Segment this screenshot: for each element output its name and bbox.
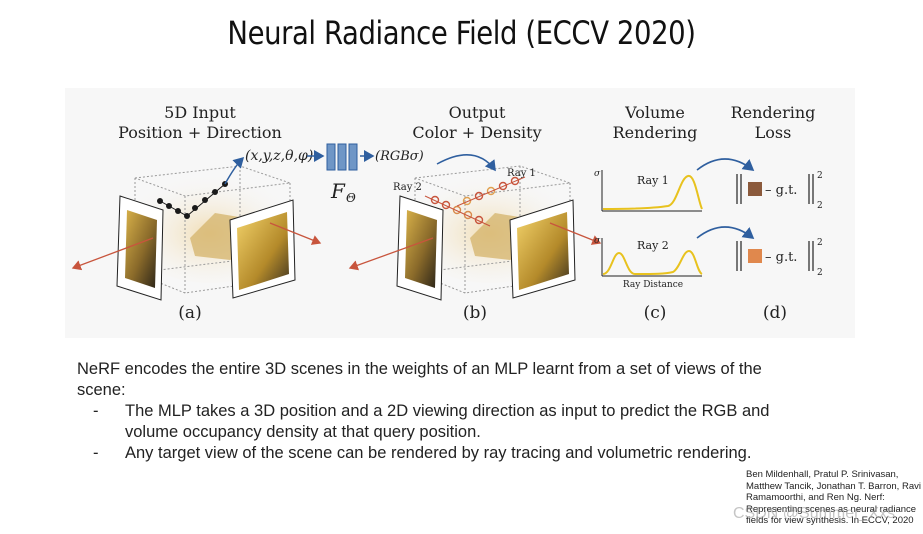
panel-b-caption: (b) bbox=[463, 303, 487, 323]
bullet-marker: - bbox=[93, 402, 99, 420]
figure-canvas: 5D Input Position + Direction bbox=[71, 103, 823, 323]
panel-b-ray1-label: Ray 1 bbox=[507, 168, 536, 179]
panel-a-image-left bbox=[116, 195, 164, 301]
citation: Ben Mildenhall, Pratul P. Srinivasan, Ma… bbox=[746, 469, 921, 526]
loss-term-ray2: – g.t. 2 2 bbox=[736, 238, 823, 278]
loss2-superscript: 2 bbox=[817, 238, 823, 248]
panel-a-heading-2: Position + Direction bbox=[118, 123, 282, 142]
bullet-item: - Any target view of the scene can be re… bbox=[77, 443, 777, 464]
network-label: F bbox=[330, 179, 346, 203]
panel-d-caption: (d) bbox=[763, 303, 787, 323]
panel-b-ray2-label: Ray 2 bbox=[393, 182, 422, 193]
gt-label-2: – g.t. bbox=[765, 250, 797, 265]
panel-c-caption: (c) bbox=[644, 303, 667, 323]
ray1-plot-label: Ray 1 bbox=[637, 174, 669, 187]
panel-d-heading-1: Rendering bbox=[731, 103, 816, 122]
panel-b-heading-2: Color + Density bbox=[412, 123, 541, 142]
bullet-text: The MLP takes a 3D position and a 2D vie… bbox=[125, 402, 770, 441]
ray2-plot-label: Ray 2 bbox=[637, 239, 669, 252]
loss2-subscript: 2 bbox=[817, 268, 823, 278]
panel-c-heading-1: Volume bbox=[624, 103, 685, 122]
panel-c-heading-2: Rendering bbox=[613, 123, 698, 142]
panel-b-scene bbox=[348, 154, 602, 301]
mlp-network-icon bbox=[326, 143, 358, 171]
panel-a-scene bbox=[71, 156, 322, 301]
ray-distance-axis-label: Ray Distance bbox=[623, 280, 683, 290]
rendered-color-swatch-2 bbox=[748, 249, 762, 263]
bullet-text: Any target view of the scene can be rend… bbox=[125, 444, 752, 462]
panel-d-heading-2: Loss bbox=[755, 123, 792, 142]
loss1-superscript: 2 bbox=[817, 171, 823, 181]
panel-a-image-right bbox=[229, 199, 296, 299]
intro-paragraph: NeRF encodes the entire 3D scenes in the… bbox=[77, 360, 762, 399]
rendered-color-swatch-1 bbox=[748, 182, 762, 196]
ray1-density-plot: σ Ray 1 bbox=[594, 169, 703, 212]
loss1-subscript: 2 bbox=[817, 201, 823, 211]
panel-b-image-right bbox=[509, 199, 576, 299]
ray1-sigma-label: σ bbox=[594, 169, 601, 179]
ray1-density-curve bbox=[602, 175, 703, 210]
output-tuple-label: (RGBσ) bbox=[375, 149, 424, 164]
panel-a-caption: (a) bbox=[178, 303, 201, 323]
ray2-sigma-label: σ bbox=[594, 236, 601, 246]
loss-term-ray1: – g.t. 2 2 bbox=[736, 171, 823, 211]
bullet-list: - The MLP takes a 3D position and a 2D v… bbox=[77, 401, 777, 464]
ray2-density-curve bbox=[602, 249, 703, 276]
description-text: NeRF encodes the entire 3D scenes in the… bbox=[77, 359, 777, 464]
network-subscript: Θ bbox=[346, 191, 356, 205]
panel-a-heading-1: 5D Input bbox=[164, 103, 236, 122]
panel-b-image-left bbox=[396, 195, 444, 301]
slide-title: Neural Radiance Field (ECCV 2020) bbox=[227, 14, 696, 52]
panel-b-heading-1: Output bbox=[449, 103, 506, 122]
gt-label-1: – g.t. bbox=[765, 183, 797, 198]
bullet-item: - The MLP takes a 3D position and a 2D v… bbox=[77, 401, 777, 443]
bullet-marker: - bbox=[93, 444, 99, 462]
nerf-pipeline-figure: 5D Input Position + Direction bbox=[65, 88, 855, 338]
input-tuple-label: (x,y,z,θ,φ) bbox=[245, 148, 313, 164]
watermark: CSDN @Summer_Xxs bbox=[733, 505, 896, 522]
ray2-density-plot: σ Ray 2 Ray Distance bbox=[594, 236, 703, 290]
